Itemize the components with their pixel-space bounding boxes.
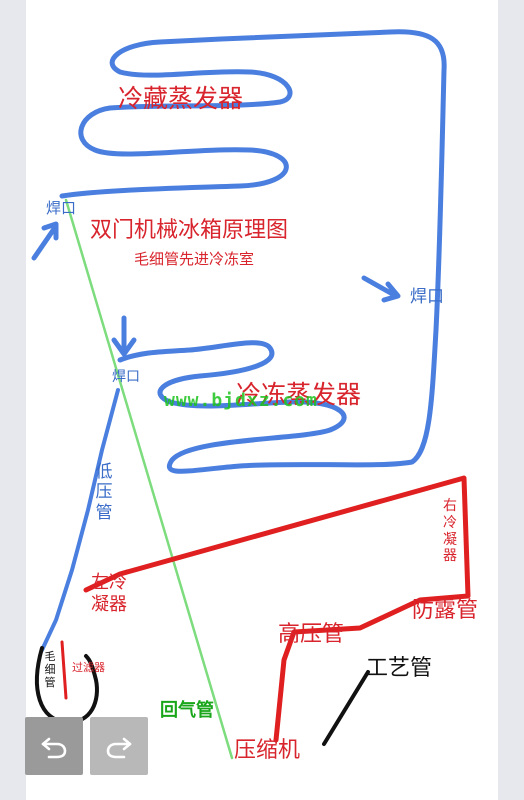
diagram-subtitle: 毛细管先进冷冻室 <box>134 250 255 268</box>
low-pressure-pipe-label: 低压管 <box>95 462 113 523</box>
undo-icon <box>41 737 67 759</box>
arrow-weld-mid <box>111 315 137 357</box>
fridge-evaporator-pipe <box>59 29 447 474</box>
left-condenser-label: 左冷凝器 <box>91 572 127 615</box>
drawing-canvas[interactable] <box>26 0 498 800</box>
weld-label-mid: 焊口 <box>112 369 140 385</box>
condenser-pipe <box>83 475 471 743</box>
right-condenser-label: 右冷凝器 <box>443 498 457 565</box>
compressor-label: 压缩机 <box>234 738 301 763</box>
filter-label: 过滤器 <box>72 661 105 674</box>
diagram-title: 双门机械冰箱原理图 <box>90 218 289 243</box>
freezer-evaporator-label: 冷冻蒸发器 <box>236 380 362 409</box>
dew-pipe-label: 防露管 <box>412 598 479 623</box>
right-margin <box>497 0 524 800</box>
weld-label-right: 焊口 <box>410 287 444 307</box>
return-pipe-label: 回气管 <box>160 700 214 721</box>
watermark-text: www.bjdxz.com <box>164 390 318 411</box>
process-pipe-line <box>322 670 370 746</box>
low-pressure-pipe-line <box>40 388 120 652</box>
redo-icon <box>106 737 132 759</box>
high-pressure-pipe-label: 高压管 <box>278 622 345 647</box>
return-pipe-line <box>64 198 234 760</box>
arrow-weld-right <box>361 275 401 303</box>
process-pipe-label: 工艺管 <box>366 656 433 681</box>
left-condenser-segment <box>60 640 68 700</box>
arrow-weld-top-left <box>31 221 59 261</box>
undo-button[interactable] <box>25 717 83 775</box>
capillary-label: 毛细管 <box>44 650 56 690</box>
capillary-loop <box>34 646 99 725</box>
weld-label-top-left: 焊口 <box>46 199 77 217</box>
fridge-evaporator-label: 冷藏蒸发器 <box>118 84 244 113</box>
redo-button[interactable] <box>90 717 148 775</box>
